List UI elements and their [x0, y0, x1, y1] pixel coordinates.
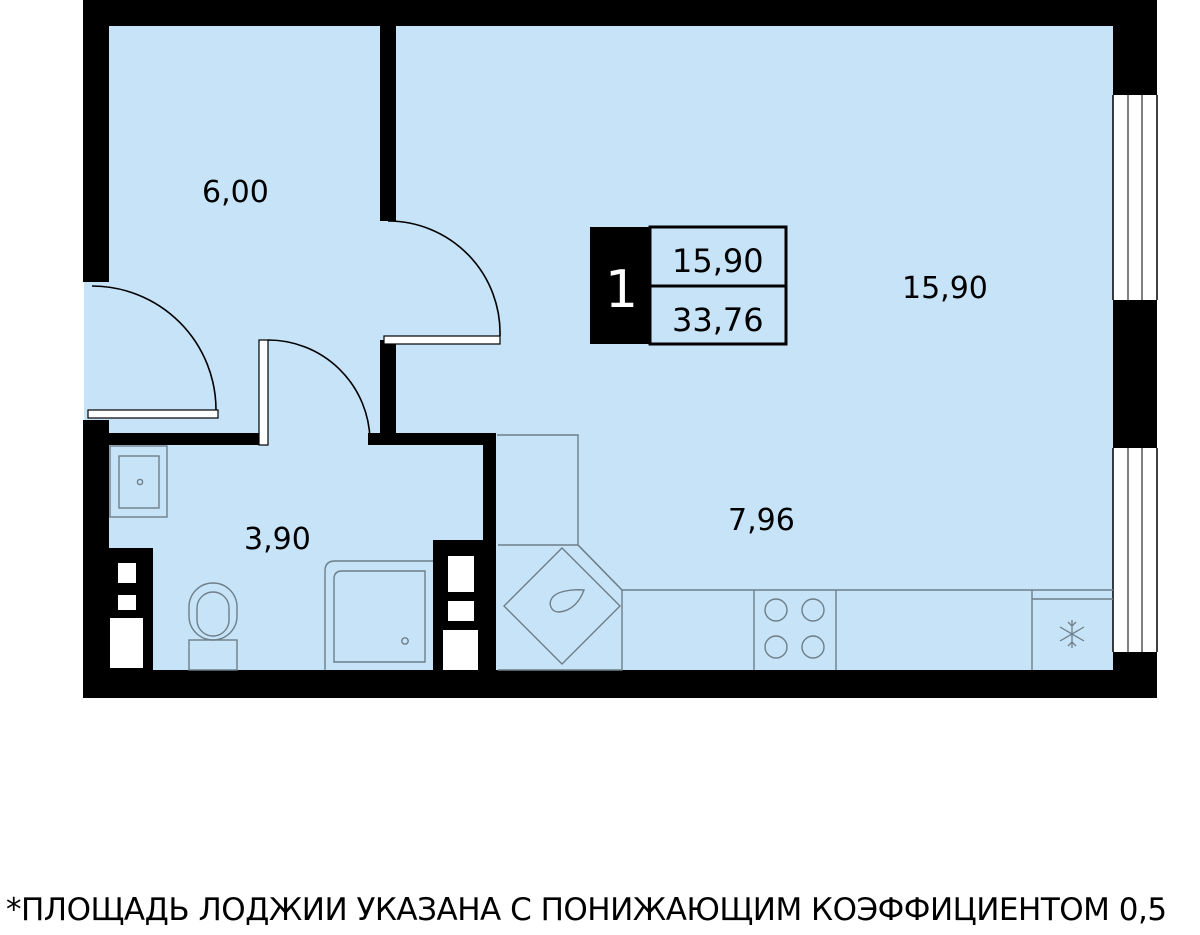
- kitchen-area-label: 7,96: [728, 503, 795, 538]
- toilet: [188, 582, 238, 671]
- stove: [764, 598, 825, 659]
- fridge: [1059, 620, 1085, 648]
- living-area-label: 15,90: [902, 271, 988, 306]
- window-bottom: [1112, 448, 1158, 652]
- snowflake-icon: [1059, 620, 1085, 648]
- rooms-count: 1: [605, 260, 638, 320]
- hall-door: [383, 220, 501, 345]
- shower: [324, 560, 433, 670]
- badge-total-area: 33,76: [672, 301, 764, 339]
- bathroom-area-label: 3,90: [244, 522, 311, 557]
- bathroom-door: [258, 339, 371, 446]
- sink: [109, 445, 168, 518]
- drop-icon: [549, 589, 585, 613]
- window-top: [1112, 95, 1158, 300]
- floor-fill: [84, 26, 1113, 670]
- badge-living-area: 15,90: [672, 242, 764, 280]
- area-badge: 1 15,90 33,76: [590, 225, 788, 346]
- walls: [83, 0, 1157, 698]
- loggia-footnote: *ПЛОЩАДЬ ЛОДЖИИ УКАЗАНА С ПОНИЖАЮЩИМ КОЭ…: [6, 892, 1167, 928]
- hall-area-label: 6,00: [202, 175, 269, 210]
- kitchen-sink: [503, 547, 621, 665]
- entrance-door: [87, 285, 219, 419]
- shafts: [110, 556, 478, 670]
- kitchen-counter: [497, 434, 1113, 671]
